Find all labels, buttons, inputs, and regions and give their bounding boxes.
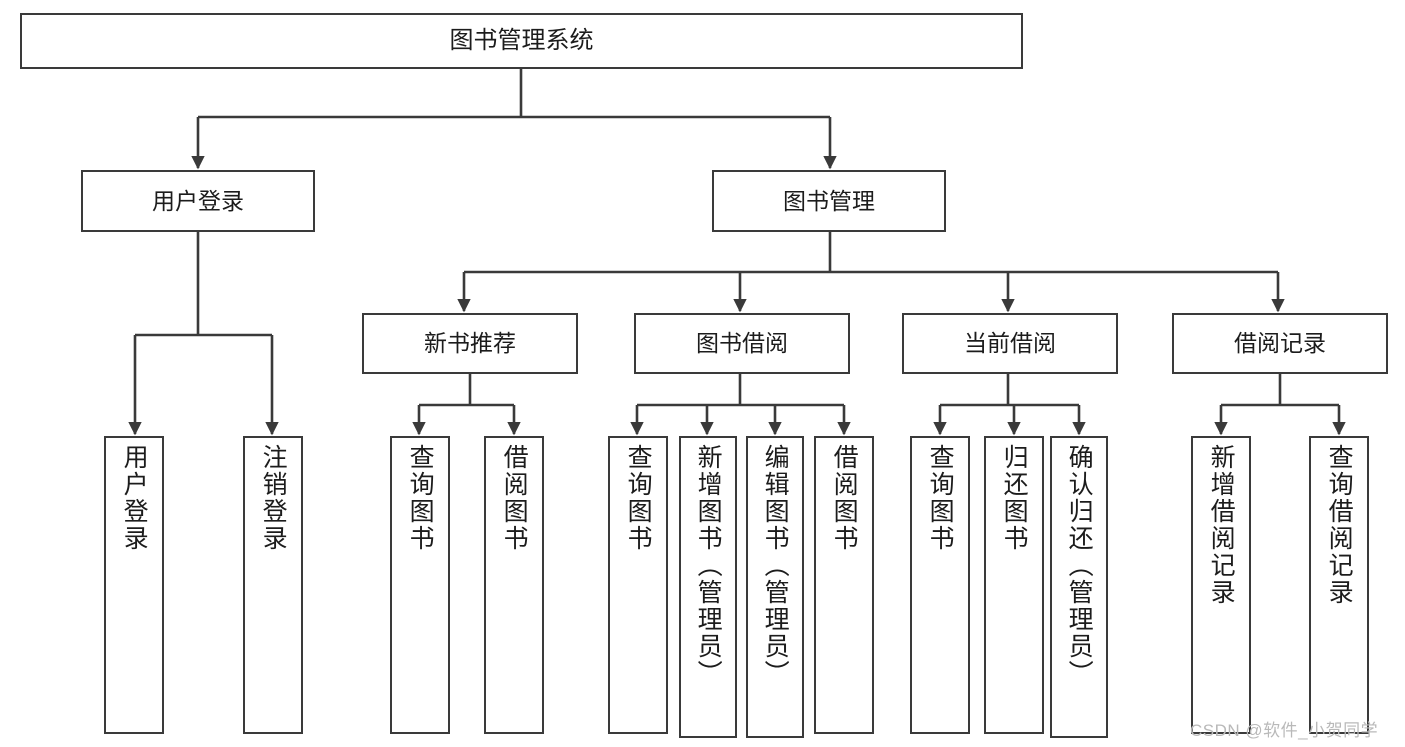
node-leaf-add-book-admin-label: 新增图书（管理员） [694,444,723,687]
node-new-book-recommend[interactable]: 新书推荐 [362,313,578,374]
node-leaf-query-book-3-label: 查询图书 [926,444,955,552]
node-leaf-query-borrow-record-label: 查询借阅记录 [1325,444,1354,606]
node-new-book-recommend-label: 新书推荐 [424,330,516,357]
node-leaf-query-borrow-record[interactable]: 查询借阅记录 [1309,436,1369,734]
node-borrow-record-label: 借阅记录 [1234,330,1326,357]
node-root[interactable]: 图书管理系统 [20,13,1023,69]
node-leaf-add-borrow-record-label: 新增借阅记录 [1207,444,1236,606]
node-current-borrow[interactable]: 当前借阅 [902,313,1118,374]
node-leaf-query-book-2-label: 查询图书 [624,444,653,552]
node-leaf-query-book-1[interactable]: 查询图书 [390,436,450,734]
node-book-manage[interactable]: 图书管理 [712,170,946,232]
node-user-login[interactable]: 用户登录 [81,170,315,232]
node-leaf-return-book[interactable]: 归还图书 [984,436,1044,734]
node-current-borrow-label: 当前借阅 [964,330,1056,357]
node-leaf-borrow-book-1-label: 借阅图书 [500,444,529,552]
node-leaf-return-book-label: 归还图书 [1000,444,1029,552]
node-borrow-record[interactable]: 借阅记录 [1172,313,1388,374]
node-user-login-label: 用户登录 [152,187,244,214]
node-leaf-add-book-admin[interactable]: 新增图书（管理员） [679,436,737,738]
node-leaf-query-book-1-label: 查询图书 [406,444,435,552]
node-leaf-user-login[interactable]: 用户登录 [104,436,164,734]
node-leaf-logout-login-label: 注销登录 [259,444,288,552]
node-leaf-borrow-book-2[interactable]: 借阅图书 [814,436,874,734]
node-leaf-logout-login[interactable]: 注销登录 [243,436,303,734]
node-leaf-query-book-2[interactable]: 查询图书 [608,436,668,734]
node-book-borrow-label: 图书借阅 [696,330,788,357]
node-leaf-borrow-book-1[interactable]: 借阅图书 [484,436,544,734]
node-book-borrow[interactable]: 图书借阅 [634,313,850,374]
node-leaf-edit-book-admin[interactable]: 编辑图书（管理员） [746,436,804,738]
node-root-label: 图书管理系统 [449,27,594,55]
node-leaf-confirm-return-admin-label: 确认归还（管理员） [1065,444,1094,687]
node-leaf-query-book-3[interactable]: 查询图书 [910,436,970,734]
node-leaf-edit-book-admin-label: 编辑图书（管理员） [761,444,790,687]
csdn-watermark: CSDN @软件_小贺同学 [1190,721,1379,740]
node-leaf-user-login-label: 用户登录 [120,444,149,552]
node-leaf-confirm-return-admin[interactable]: 确认归还（管理员） [1050,436,1108,738]
node-leaf-borrow-book-2-label: 借阅图书 [830,444,859,552]
node-book-manage-label: 图书管理 [783,187,875,214]
node-leaf-add-borrow-record[interactable]: 新增借阅记录 [1191,436,1251,734]
